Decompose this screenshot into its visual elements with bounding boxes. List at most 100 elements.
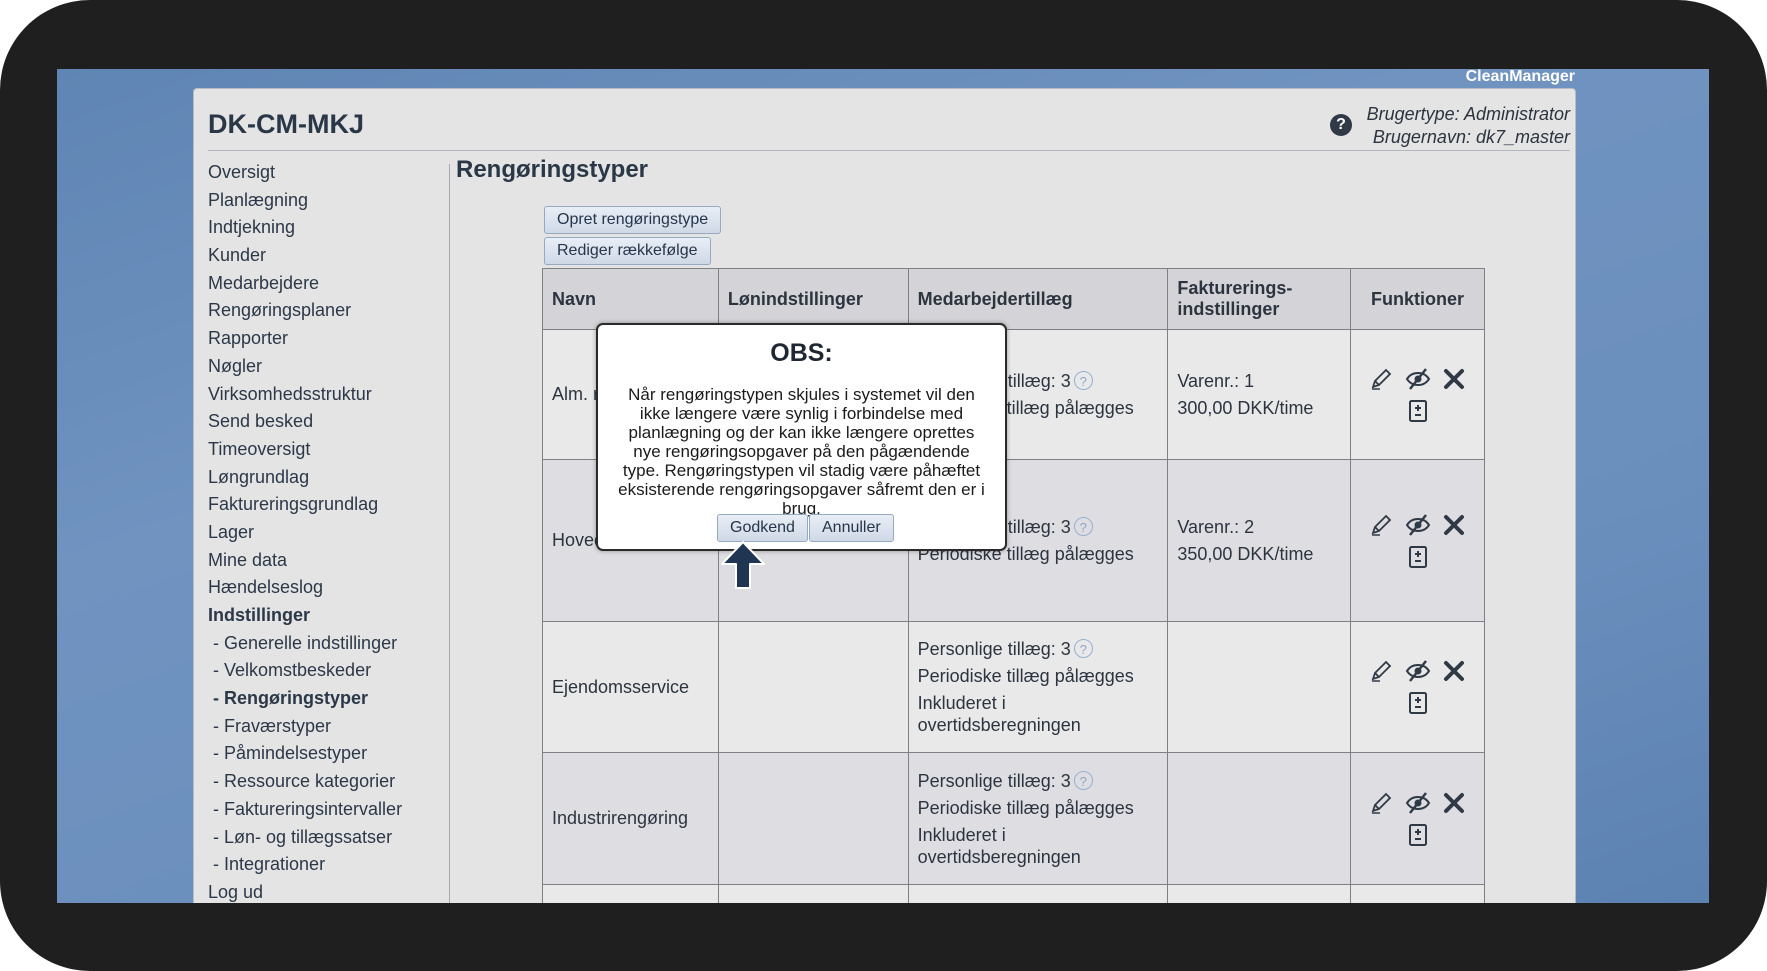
allowance-overtime: Inkluderet i overtidsberegningen	[917, 824, 1081, 867]
pencil-icon[interactable]	[1369, 366, 1395, 392]
brand-label: CleanManager	[1465, 69, 1575, 85]
column-header-salary[interactable]: Lønindstillinger	[717, 268, 909, 330]
page-title: Rengøringstyper	[456, 156, 649, 183]
sidebar-item-indtjekning[interactable]: Indtjekning	[208, 217, 296, 238]
billing-rate: 350,00 DKK/time	[1177, 544, 1314, 564]
cell-functions	[1350, 329, 1485, 460]
sidebar-item-velkomstbeskeder[interactable]: - Velkomstbeskeder	[213, 660, 372, 681]
arrow-up-icon	[721, 541, 765, 589]
close-icon[interactable]	[1441, 512, 1467, 538]
sidebar-item-fravaerstyper[interactable]: - Fraværstyper	[213, 715, 332, 736]
sidebar-item-lager[interactable]: Lager	[208, 521, 255, 542]
sidebar-item-rengoringsplaner[interactable]: Rengøringsplaner	[208, 300, 352, 321]
plus-minus-icon[interactable]	[1405, 822, 1431, 848]
sidebar-item-send-besked[interactable]: Send besked	[208, 411, 314, 432]
cell-functions	[1350, 459, 1485, 622]
help-circle-icon[interactable]: ?	[1330, 114, 1352, 136]
question-icon[interactable]: ?	[1073, 517, 1093, 536]
sidebar-item-rapporter[interactable]: Rapporter	[208, 328, 289, 349]
sidebar-item-ressource-kategorier[interactable]: - Ressource kategorier	[213, 771, 396, 792]
allowance-overtime: Inkluderet i overtidsberegningen	[917, 693, 1081, 735]
billing-rate: 300,00 DKK/time	[1177, 398, 1314, 418]
sidebar-item-kunder[interactable]: Kunder	[208, 245, 267, 266]
sidebar-item-longrundlag[interactable]: Løngrundlag	[208, 466, 310, 487]
sidebar-item-haendelseslog[interactable]: Hændelseslog	[208, 577, 324, 598]
question-icon[interactable]: ?	[1073, 770, 1093, 790]
eye-slash-icon[interactable]	[1405, 512, 1431, 538]
confirm-button[interactable]: Godkend	[717, 514, 808, 542]
allowance-personal: Personlige tillæg: 3	[917, 639, 1071, 659]
create-type-button[interactable]: Opret rengøringstype	[544, 206, 722, 234]
cell-functions	[1350, 752, 1485, 885]
sidebar-item-log-ud[interactable]: Log ud	[208, 881, 264, 902]
sidebar-item-planlaegning[interactable]: Planlægning	[208, 189, 309, 210]
allowance-personal: Personlige tillæg: 3	[917, 770, 1071, 791]
sidebar-item-nogler[interactable]: Nøgler	[208, 355, 263, 376]
sidebar-item-generelle-indstillinger[interactable]: - Generelle indstillinger	[213, 632, 398, 653]
sidebar-item-integrationer[interactable]: - Integrationer	[213, 854, 326, 875]
pencil-icon[interactable]	[1369, 790, 1395, 816]
sidebar-item-mine-data[interactable]: Mine data	[208, 549, 288, 570]
confirm-dialog: OBS: Når rengøringstypen skjules i syste…	[596, 323, 1007, 551]
eye-slash-icon[interactable]	[1405, 790, 1431, 816]
billing-item-number: Varenr.: 1	[1177, 371, 1255, 391]
question-icon[interactable]: ?	[1073, 639, 1093, 658]
sidebar-divider	[449, 164, 450, 903]
cell-billing	[1167, 621, 1352, 753]
sidebar-item-lon-og-tillaegssatser[interactable]: - Løn- og tillægssatser	[213, 826, 393, 847]
pencil-icon[interactable]	[1369, 658, 1395, 684]
pencil-icon[interactable]	[1369, 512, 1395, 538]
column-header-name[interactable]: Navn	[542, 268, 719, 330]
allowance-periodic: Periodiske tillæg pålægges	[917, 666, 1134, 686]
header-divider	[208, 150, 1570, 151]
column-header-allowances[interactable]: Medarbejdertillæg	[907, 268, 1169, 330]
close-icon[interactable]	[1441, 790, 1467, 816]
column-header-functions: Funktioner	[1350, 268, 1485, 330]
reorder-button[interactable]: Rediger rækkefølge	[544, 237, 711, 265]
sidebar-item-timeoversigt[interactable]: Timeoversigt	[208, 438, 311, 459]
table-row	[542, 884, 1485, 903]
cancel-button[interactable]: Annuller	[809, 514, 894, 542]
user-name: Brugernavn: dk7_master	[1372, 127, 1570, 147]
cell-salary	[717, 621, 909, 753]
plus-minus-icon[interactable]	[1405, 398, 1431, 424]
cell-allowances: Personlige tillæg: 3? Periodiske tillæg …	[907, 752, 1169, 885]
sidebar-item-medarbejdere[interactable]: Medarbejdere	[208, 272, 320, 293]
sidebar-item-virksomhedsstruktur[interactable]: Virksomhedsstruktur	[208, 383, 372, 404]
cell-billing: Varenr.: 2 350,00 DKK/time	[1167, 459, 1352, 622]
sidebar-item-oversigt[interactable]: Oversigt	[208, 162, 276, 182]
cell-salary	[717, 752, 909, 885]
sidebar-item-rengoringstyper[interactable]: - Rengøringstyper	[213, 688, 369, 709]
sidebar-item-pamindelsestyper[interactable]: - Påmindelsestyper	[213, 743, 368, 764]
dialog-buttons: Godkend Annuller	[598, 514, 1005, 542]
cell-functions	[1350, 621, 1485, 753]
table-row: Industrirengøring Personlige tillæg: 3? …	[542, 752, 1485, 885]
sidebar-item-faktureringsgrundlag[interactable]: Faktureringsgrundlag	[208, 494, 379, 515]
sidebar: Oversigt Planlægning Indtjekning Kunder …	[208, 159, 448, 903]
eye-slash-icon[interactable]	[1405, 366, 1431, 392]
cell-name: Ejendomsservice	[542, 621, 719, 753]
cell-billing	[1167, 752, 1352, 885]
billing-item-number: Varenr.: 2	[1177, 517, 1255, 537]
table-row: Ejendomsservice Personlige tillæg: 3? Pe…	[542, 621, 1485, 753]
plus-minus-icon[interactable]	[1405, 690, 1431, 716]
question-icon[interactable]: ?	[1073, 371, 1093, 390]
dialog-message: Når rengøringstypen skjules i systemet v…	[618, 385, 985, 518]
sidebar-item-faktureringsintervaller[interactable]: - Faktureringsintervaller	[213, 798, 403, 819]
cell-name: Industrirengøring	[542, 752, 719, 885]
cell-billing: Varenr.: 1 300,00 DKK/time	[1167, 329, 1352, 460]
user-type: Brugertype: Administrator	[1366, 104, 1570, 124]
dialog-title: OBS:	[770, 339, 833, 367]
allowance-periodic: Periodiske tillæg pålægges	[917, 797, 1134, 818]
app-title: DK-CM-MKJ	[208, 109, 364, 139]
sidebar-item-indstillinger[interactable]: Indstillinger	[208, 605, 311, 625]
eye-slash-icon[interactable]	[1405, 658, 1431, 684]
plus-minus-icon[interactable]	[1405, 544, 1431, 570]
close-icon[interactable]	[1441, 366, 1467, 392]
close-icon[interactable]	[1441, 658, 1467, 684]
user-info: Brugertype: Administrator Brugernavn: dk…	[1367, 103, 1570, 149]
cell-allowances: Personlige tillæg: 3? Periodiske tillæg …	[907, 621, 1169, 753]
column-header-billing[interactable]: Fakturerings-indstillinger	[1167, 268, 1352, 330]
table-header-row: Navn Lønindstillinger Medarbejdertillæg …	[542, 268, 1485, 330]
